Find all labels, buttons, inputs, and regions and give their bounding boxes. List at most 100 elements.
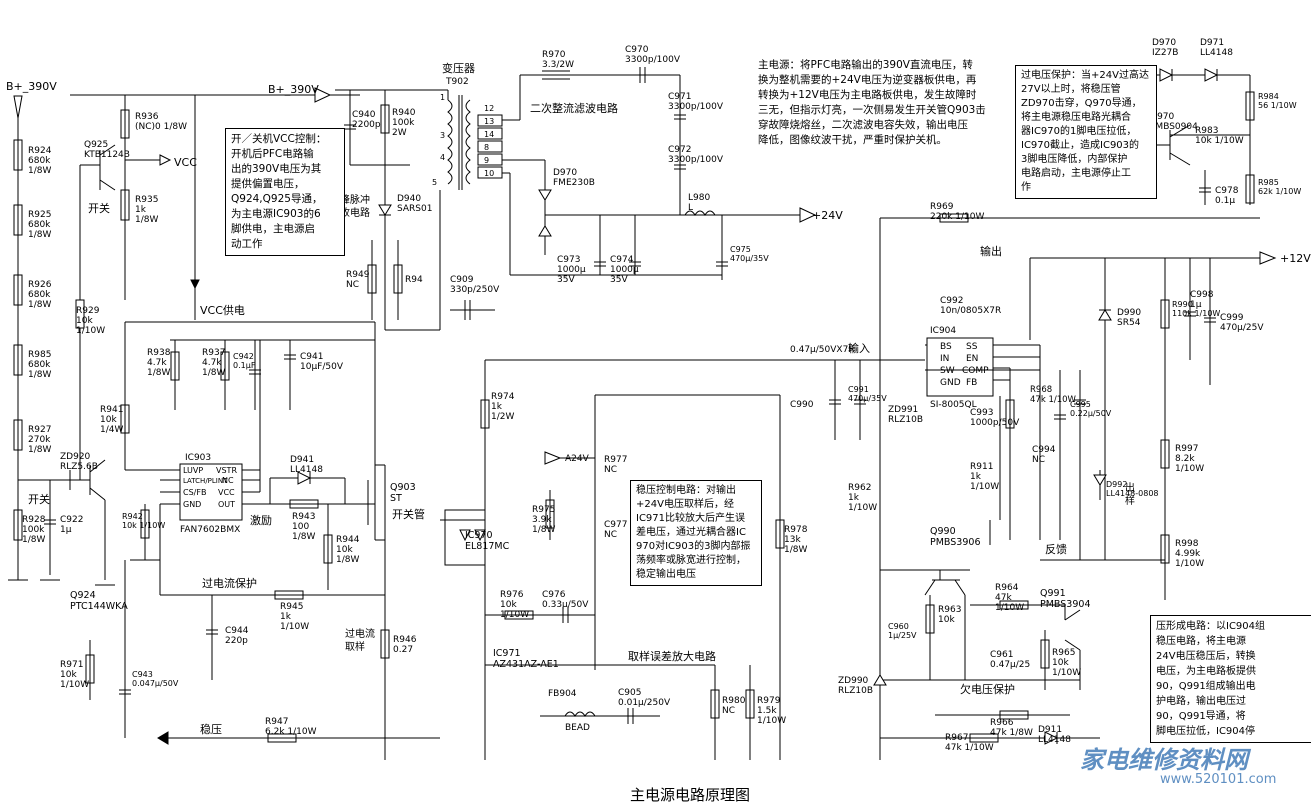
label-r980: R980 NC bbox=[722, 696, 746, 716]
label-feedback: 反馈 bbox=[1045, 543, 1067, 556]
label-l980: L980 L bbox=[688, 193, 711, 213]
label-b390-left: B+_390V bbox=[6, 80, 57, 93]
note-overvoltage: 过电压保护：当+24V过高达 27V以上时，将稳压管 ZD970击穿，Q970导… bbox=[1015, 65, 1157, 199]
label-q990: Q990 PMBS3906 bbox=[930, 526, 981, 548]
ground-symbols bbox=[8, 579, 115, 586]
label-c942: C942 0.1μF bbox=[233, 352, 256, 370]
label-ic903-part: FAN7602BMX bbox=[180, 525, 240, 535]
label-r975: R975 3.9k 1/8W bbox=[532, 505, 556, 535]
label-q903: Q903 ST bbox=[390, 482, 416, 504]
label-switch-tube: 开关管 bbox=[392, 507, 425, 521]
label-r927: R927 270k 1/8W bbox=[28, 425, 52, 455]
t902-pin-10: 10 bbox=[484, 169, 494, 178]
ic904-pin-ss: SS bbox=[966, 342, 978, 352]
label-vcc: VCC bbox=[174, 156, 197, 169]
t902-pin-5: 5 bbox=[432, 178, 437, 187]
label-r94: R94 bbox=[405, 275, 423, 285]
label-c943: C943 0.047μ/50V bbox=[132, 670, 179, 688]
label-overcurrent-prot: 过电流保护 bbox=[202, 576, 257, 590]
label-ic970: IC970 EL817MC bbox=[465, 530, 510, 552]
label-r997: R997 8.2k 1/10W bbox=[1175, 444, 1205, 474]
label-c995: C995 0.22μ/50V bbox=[1070, 400, 1112, 418]
label-undervoltage: 欠电压保护 bbox=[960, 682, 1015, 696]
label-transformer: 变压器 bbox=[442, 61, 475, 75]
diagram-title: 主电源电路原理图 bbox=[629, 786, 750, 804]
t902-pin-12: 12 bbox=[484, 104, 494, 113]
label-r942: R942 10k 1/10W bbox=[122, 512, 166, 530]
label-c973: C973 1000μ 35V bbox=[557, 255, 586, 285]
label-regulate: 稳压 bbox=[200, 722, 222, 736]
label-r940: R940 100k 2W bbox=[392, 108, 416, 138]
label-c998: C998 1μ bbox=[1190, 290, 1214, 310]
label-c999: C999 470μ/25V bbox=[1220, 313, 1264, 333]
label-r985-left: R985 680k 1/8W bbox=[28, 350, 52, 380]
label-ic903: IC903 bbox=[185, 453, 211, 463]
label-c976: C976 0.33μ/50V bbox=[542, 590, 589, 610]
watermark-url: www.520101.com bbox=[1160, 772, 1277, 787]
label-r984: R984 56 1/10W bbox=[1258, 92, 1297, 110]
label-d992: D992 LL4148-0808 bbox=[1106, 480, 1159, 498]
label-r928: R928 100k 1/8W bbox=[22, 515, 46, 545]
label-r949: R949 NC bbox=[346, 270, 370, 290]
t902-pin-13: 13 bbox=[484, 117, 494, 126]
label-sample: 出 样 bbox=[1125, 483, 1135, 507]
note-regulation: 稳压控制电路：对输出 +24V电压取样后，经 IC971比较放大后产生误 差电压… bbox=[630, 480, 762, 586]
label-r935: R935 1k 1/8W bbox=[135, 195, 159, 225]
label-r965: R965 10k 1/10W bbox=[1052, 648, 1082, 678]
label-zd991: ZD991 RLZ10B bbox=[888, 405, 924, 425]
label-c978: C978 0.1μ bbox=[1215, 186, 1239, 206]
label-excite: 激励 bbox=[250, 513, 272, 527]
ic903-pin-latch: LATCH/PLINT bbox=[183, 477, 228, 485]
label-q970: Q970 PMBS0904 bbox=[1150, 112, 1198, 132]
label-ic904: IC904 bbox=[930, 326, 956, 336]
label-zd990: ZD990 RLZ10B bbox=[838, 676, 874, 696]
label-r945: R945 1k 1/10W bbox=[280, 602, 310, 632]
label-a24v: A24V bbox=[565, 454, 590, 464]
label-ic904-part: SI-8005QL bbox=[930, 400, 977, 410]
ic904-pin-en: EN bbox=[966, 354, 978, 364]
label-r911: R911 1k 1/10W bbox=[970, 462, 1000, 492]
label-c944: C944 220p bbox=[225, 626, 249, 646]
label-out-12v: +12V bbox=[1280, 252, 1311, 265]
label-r974: R974 1k 1/2W bbox=[491, 392, 515, 422]
label-t902: T902 bbox=[445, 77, 469, 87]
label-c992: C992 10n/0805X7R bbox=[940, 296, 1002, 316]
label-c991: C991 470μ/35V bbox=[848, 385, 887, 403]
label-c940: C940 2200p bbox=[352, 110, 381, 130]
label-switch-2: 开关 bbox=[28, 492, 50, 506]
label-overcurrent-sample: 过电流 取样 bbox=[345, 629, 375, 653]
label-c990-in: 0.47μ/50VX7R bbox=[790, 345, 855, 355]
label-r947: R947 6.2k 1/10W bbox=[265, 717, 317, 737]
label-r998: R998 4.99k 1/10W bbox=[1175, 539, 1205, 569]
ic904-pin-comp: COMP bbox=[962, 366, 989, 376]
label-bead: BEAD bbox=[565, 723, 590, 733]
label-r978: R978 13k 1/8W bbox=[784, 525, 808, 555]
label-q991: Q991 PMBS3904 bbox=[1040, 588, 1091, 610]
label-r943: R943 100 1/8W bbox=[292, 512, 316, 542]
label-d940: D940 SARS01 bbox=[397, 194, 433, 214]
ic904-pin-sw: SW bbox=[940, 366, 955, 376]
ic903-pin-gnd: GND bbox=[183, 500, 201, 509]
note-on-off-vcc: 开／关机VCC控制： 开机后PFC电路输 出的390V电压为其 提供偏置电压， … bbox=[225, 128, 345, 256]
label-c975: C975 470μ/35V bbox=[730, 245, 769, 263]
label-r963: R963 10k bbox=[938, 605, 962, 625]
label-r970: R970 3.3/2W bbox=[542, 50, 574, 70]
label-out-24v: +24V bbox=[812, 209, 843, 222]
label-ic971: IC971 AZ431AZ-AE1 bbox=[493, 648, 559, 670]
label-c960: C960 1μ/25V bbox=[888, 622, 917, 640]
label-r924: R924 680k 1/8W bbox=[28, 146, 52, 176]
ic903-pin-nc: NC bbox=[222, 476, 234, 485]
label-r929: R929 10k 1/10W bbox=[76, 306, 106, 336]
ic904-pin-gnd: GND bbox=[940, 378, 961, 388]
t902-pin-4: 4 bbox=[440, 153, 445, 162]
label-spike-absorb: 尖峰脉冲 吸收电路 bbox=[330, 195, 370, 219]
label-d941: D941 LL4148 bbox=[290, 455, 323, 475]
label-output: 输出 bbox=[980, 244, 1002, 258]
ic903-pin-csfb: CS/FB bbox=[183, 488, 206, 497]
label-secondary-rect: 二次整流滤波电路 bbox=[530, 101, 618, 115]
label-r964: R964 47k 1/10W bbox=[995, 583, 1025, 613]
label-c922: C922 1μ bbox=[60, 515, 84, 535]
label-r969: R969 220k 1/10W bbox=[930, 202, 985, 222]
label-r944: R944 10k 1/8W bbox=[336, 535, 360, 565]
